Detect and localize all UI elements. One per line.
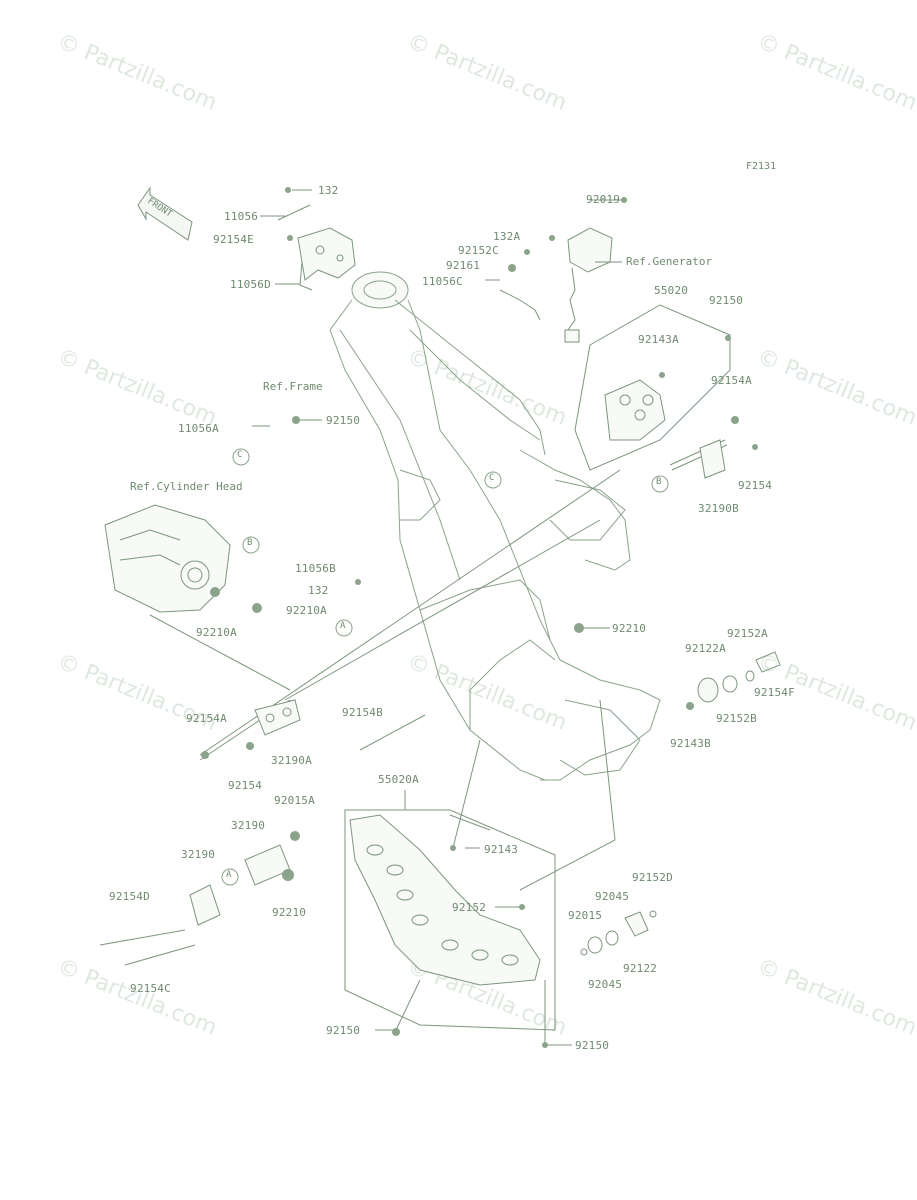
part-label-92210A[interactable]: 92210A — [196, 626, 237, 639]
bracket-32190 — [189, 844, 291, 926]
part-label-92150[interactable]: 92150 — [575, 1039, 610, 1052]
part-label-92154E[interactable]: 92154E — [213, 233, 254, 246]
part-label-92210[interactable]: 92210 — [612, 622, 647, 635]
front-arrow-icon — [137, 186, 193, 241]
part-label-92154B[interactable]: 92154B — [342, 706, 383, 719]
part-label-92152C[interactable]: 92152C — [458, 244, 499, 257]
part-label-92015[interactable]: 92015 — [568, 909, 603, 922]
part-label-92045[interactable]: 92045 — [588, 978, 623, 991]
part-label-92015A[interactable]: 92015A — [274, 794, 315, 807]
part-label-92154A[interactable]: 92154A — [711, 374, 752, 387]
part-label-55020[interactable]: 55020 — [654, 284, 689, 297]
ref-cylinder-head-label: Ref.Cylinder Head — [130, 480, 243, 493]
part-label-92152A[interactable]: 92152A — [727, 627, 768, 640]
part-label-32190[interactable]: 32190 — [231, 819, 266, 832]
part-label-92045[interactable]: 92045 — [595, 890, 630, 903]
part-label-92154F[interactable]: 92154F — [754, 686, 795, 699]
part-label-92161[interactable]: 92161 — [446, 259, 481, 272]
part-label-11056A[interactable]: 11056A — [178, 422, 219, 435]
part-label-11056[interactable]: 11056 — [224, 210, 259, 223]
engine-mount-bolt-32190B — [669, 439, 728, 479]
hardware-92122 — [580, 910, 657, 956]
part-label-11056D[interactable]: 11056D — [230, 278, 271, 291]
part-label-92150[interactable]: 92150 — [326, 1024, 361, 1037]
circle-mark-a: A — [340, 621, 346, 631]
part-label-92019[interactable]: 92019 — [586, 193, 621, 206]
part-label-32190B[interactable]: 32190B — [698, 502, 739, 515]
circle-mark-c: C — [237, 450, 243, 460]
part-label-92154D[interactable]: 92154D — [109, 890, 150, 903]
part-label-92122A[interactable]: 92122A — [685, 642, 726, 655]
part-label-132[interactable]: 132 — [308, 584, 329, 597]
top-mount-bracket — [277, 204, 356, 291]
ref-generator-label: Ref.Generator — [626, 255, 713, 268]
bracket-32190A — [254, 699, 301, 736]
part-label-92143A[interactable]: 92143A — [638, 333, 679, 346]
part-label-132A[interactable]: 132A — [493, 230, 521, 243]
part-label-92152D[interactable]: 92152D — [632, 871, 673, 884]
part-label-92210A[interactable]: 92210A — [286, 604, 327, 617]
part-label-55020A[interactable]: 55020A — [378, 773, 419, 786]
skid-plate-55020A — [344, 809, 556, 1031]
part-label-32190[interactable]: 32190 — [181, 848, 216, 861]
part-label-92154C[interactable]: 92154C — [130, 982, 171, 995]
part-label-11056B[interactable]: 11056B — [295, 562, 336, 575]
circle-mark-b: B — [247, 538, 253, 548]
part-label-92150[interactable]: 92150 — [709, 294, 744, 307]
part-label-132[interactable]: 132 — [318, 184, 339, 197]
circle-mark-b: B — [656, 477, 662, 487]
generator-bracket — [499, 227, 613, 343]
figure-code: F2131 — [746, 161, 777, 172]
part-label-92154[interactable]: 92154 — [228, 779, 263, 792]
frame-body — [329, 271, 661, 781]
part-label-92143B[interactable]: 92143B — [670, 737, 711, 750]
part-label-92152[interactable]: 92152 — [452, 901, 487, 914]
part-label-92122[interactable]: 92122 — [623, 962, 658, 975]
part-label-11056C[interactable]: 11056C — [422, 275, 463, 288]
part-label-92152B[interactable]: 92152B — [716, 712, 757, 725]
bushing-92122A — [697, 651, 781, 703]
part-label-92150[interactable]: 92150 — [326, 414, 361, 427]
part-label-92154[interactable]: 92154 — [738, 479, 773, 492]
cylinder-head — [104, 504, 231, 613]
ref-frame-label: Ref.Frame — [263, 380, 323, 393]
part-label-92154A[interactable]: 92154A — [186, 712, 227, 725]
circle-mark-a: A — [226, 870, 232, 880]
part-label-32190A[interactable]: 32190A — [271, 754, 312, 767]
bracket-55020 — [574, 304, 731, 471]
part-label-92210[interactable]: 92210 — [272, 906, 307, 919]
part-label-92143[interactable]: 92143 — [484, 843, 519, 856]
circle-mark-c: C — [489, 473, 495, 483]
